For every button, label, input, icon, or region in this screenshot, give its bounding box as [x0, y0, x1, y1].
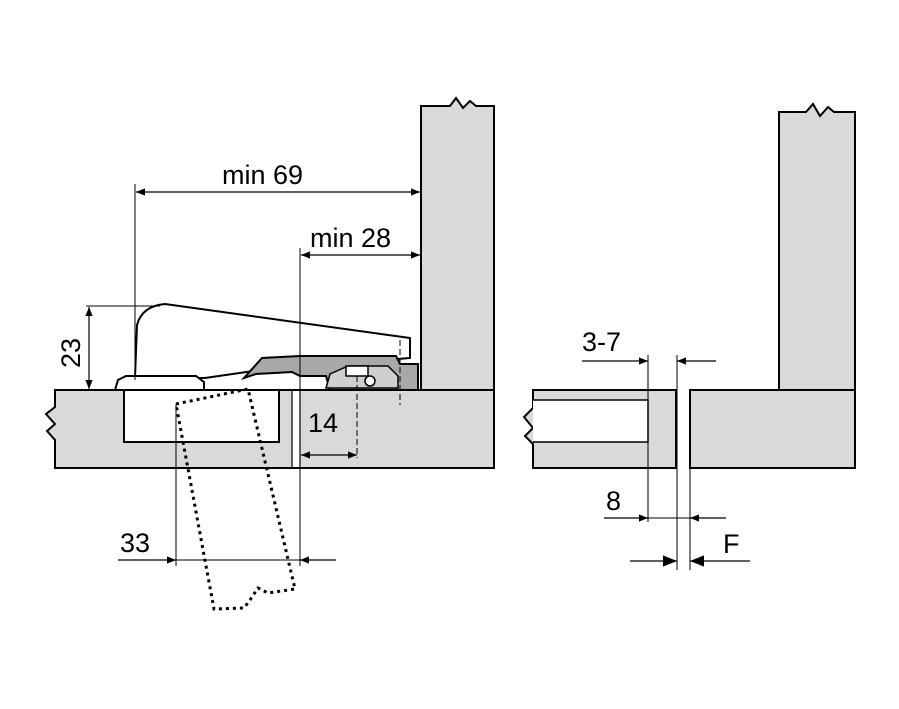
label-F: F — [723, 529, 740, 559]
right-cabinet-base — [689, 389, 856, 469]
door-gap — [292, 391, 300, 467]
label-14: 14 — [308, 408, 338, 438]
label-min69: min 69 — [222, 160, 303, 190]
screw-head — [364, 375, 376, 387]
label-3-7: 3-7 — [582, 327, 621, 357]
right-cabinet-side-panel — [778, 102, 856, 391]
label-8: 8 — [606, 486, 621, 516]
drill-outline — [174, 387, 297, 611]
label-33: 33 — [120, 528, 150, 558]
cabinet-side-panel — [420, 96, 495, 391]
hinge-cup-recess — [123, 389, 280, 443]
left-view: min 69 min 28 23 14 33 — [44, 96, 495, 611]
right-view: 3-7 8 F — [522, 102, 856, 570]
door-rebate — [533, 399, 649, 443]
adjustment-screw — [345, 365, 369, 377]
label-23: 23 — [56, 338, 86, 368]
label-min28: min 28 — [310, 223, 391, 253]
mounting-plate-clip — [325, 365, 399, 389]
hinge-cup — [113, 375, 205, 391]
